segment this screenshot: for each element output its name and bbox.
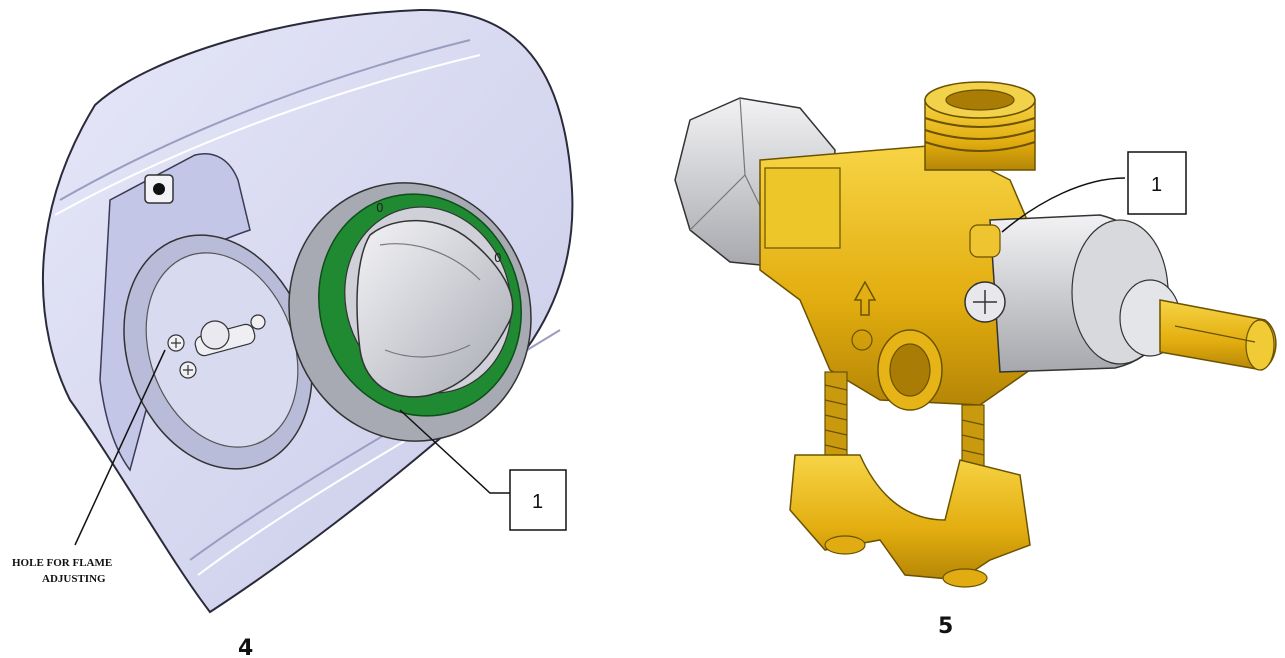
callout-number-fig4: 1 [532, 491, 543, 513]
callout-box-fig5 [1127, 151, 1187, 215]
panel-fold-upper-2 [54, 54, 481, 216]
clamp-foot-left [824, 535, 866, 555]
figure-5: 1 5 [674, 81, 1277, 639]
clamp-foot-right [942, 568, 988, 588]
bracket-hole-dot [153, 183, 165, 195]
ring-mark-top: 0 [376, 201, 384, 215]
figure-4: 0 0 1 HOLE FOR FLAME ADJUSTING 4 [12, 8, 574, 658]
figure-number-4: 4 [238, 636, 253, 658]
spindle [194, 320, 256, 357]
flow-arrow-icon [853, 280, 877, 316]
knob-grip-line-2 [384, 344, 471, 358]
valve-steel-cap [989, 214, 1181, 373]
screw-top [250, 314, 266, 330]
body-stamp-icon [851, 329, 873, 351]
figure-number-5: 5 [938, 614, 953, 639]
side-threaded-port [877, 329, 943, 411]
cap-screw [964, 281, 1006, 323]
callout-number-fig5: 1 [1151, 174, 1162, 196]
hole-note-line2: ADJUSTING [42, 573, 106, 585]
ring-mark-right: 0 [494, 251, 502, 265]
leader-callout-4 [399, 409, 510, 494]
leader-callout-5 [1001, 177, 1126, 233]
clamp-bracket [789, 454, 1031, 581]
callout-box-fig4 [509, 469, 567, 531]
knob-grip-line [379, 243, 481, 281]
knob-handle[interactable] [356, 219, 514, 398]
hole-note-line1: HOLE FOR FLAME [12, 557, 112, 569]
top-threaded-port [924, 81, 1036, 171]
panel-fold-upper [59, 39, 471, 201]
leader-hole [74, 349, 166, 546]
screw-bottom [179, 361, 197, 379]
body-square-block [764, 167, 841, 249]
screw-left [167, 334, 185, 352]
valve-spindle[interactable] [1159, 299, 1277, 371]
adjuster-screw [969, 224, 1001, 258]
